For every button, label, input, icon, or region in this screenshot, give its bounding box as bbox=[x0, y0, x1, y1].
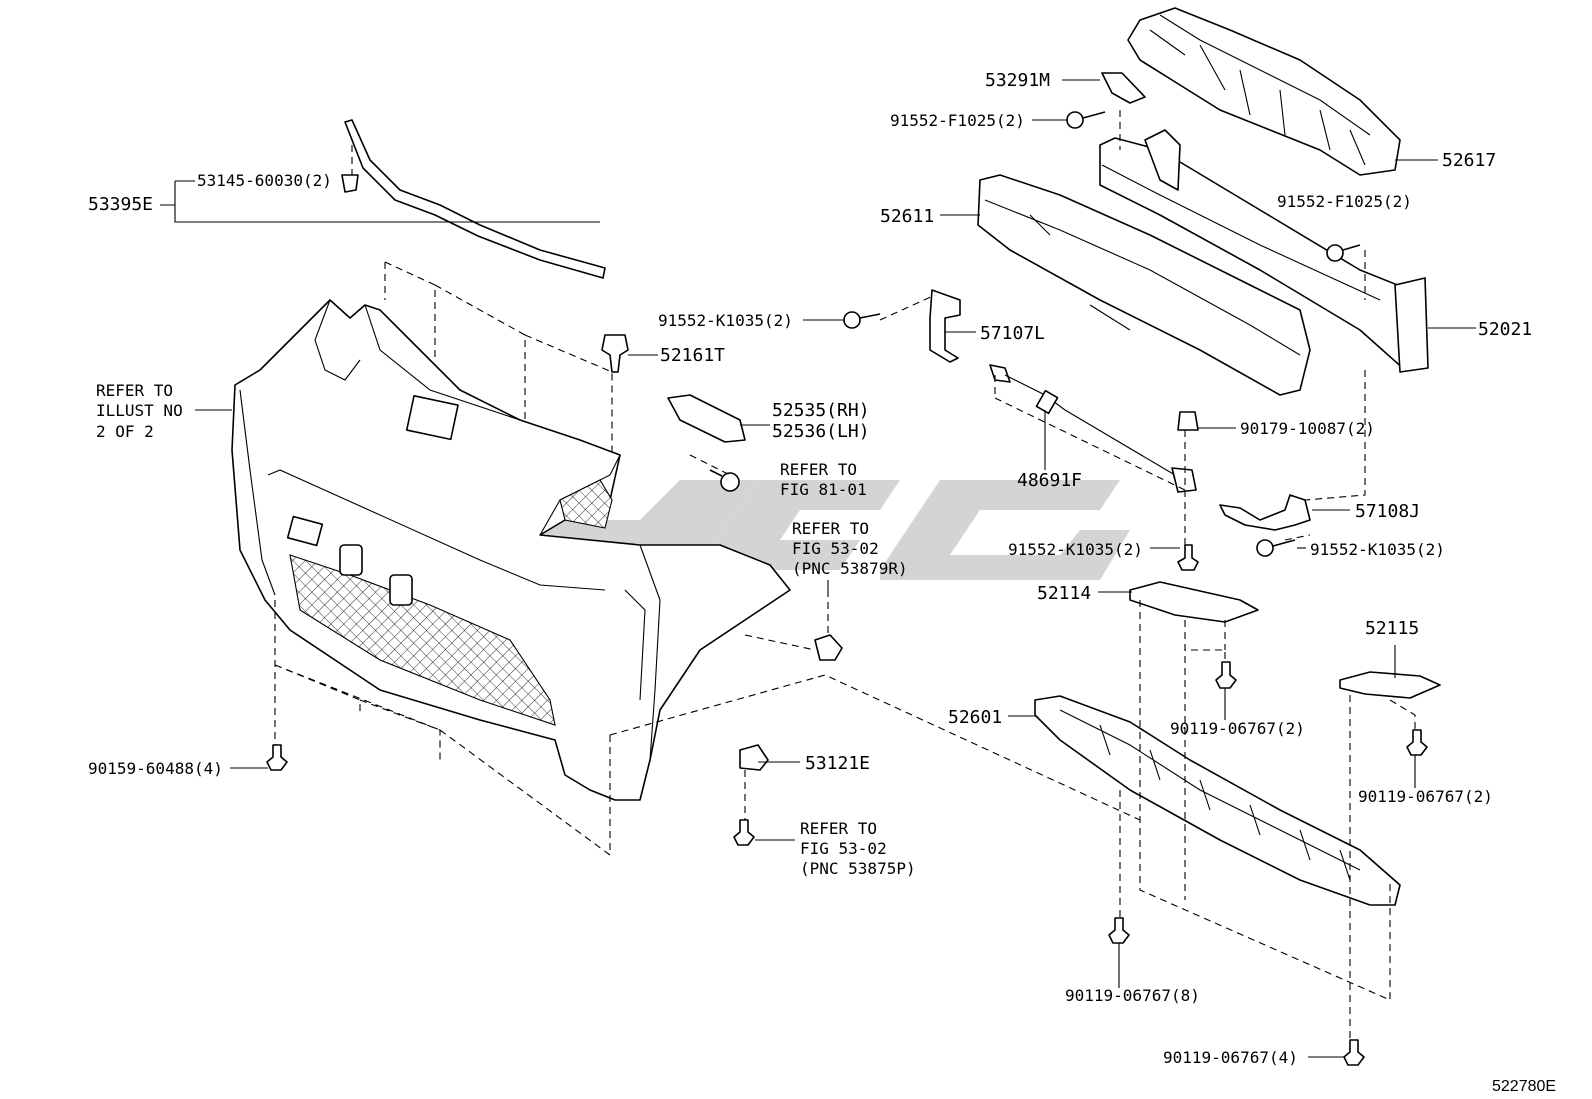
label-91552-F1025-a: 91552-F1025(2) bbox=[890, 111, 1025, 130]
part-52617-absorber bbox=[1127, 7, 1401, 176]
part-front-bumper-cover bbox=[231, 299, 791, 801]
label-91552-K1035-b: 91552-K1035(2) bbox=[1008, 540, 1143, 559]
label-90159-60488: 90159-60488(4) bbox=[88, 759, 223, 778]
label-52601: 52601 bbox=[948, 707, 1002, 728]
label-refer-fig5302b-line2: FIG 53-02 bbox=[800, 839, 887, 858]
label-refer-illust-line2: ILLUST NO bbox=[96, 401, 183, 420]
part-57107L-bracket bbox=[929, 289, 961, 363]
label-52161T: 52161T bbox=[660, 345, 725, 366]
label-52617: 52617 bbox=[1442, 150, 1496, 171]
part-52115-plate bbox=[1339, 671, 1441, 699]
label-90119-06767-c: 90119-06767(8) bbox=[1065, 986, 1200, 1005]
label-refer-illust-line3: 2 OF 2 bbox=[96, 422, 154, 441]
label-refer-fig5302b-line1: REFER TO bbox=[800, 819, 877, 838]
leader-lines bbox=[160, 79, 1476, 1058]
part-57108J-bracket bbox=[1219, 494, 1311, 531]
diagram-id: 522780E bbox=[1492, 1078, 1556, 1095]
part-52601-undercover bbox=[1034, 695, 1401, 906]
label-52536-lh: 52536(LH) bbox=[772, 421, 870, 442]
label-53121E: 53121E bbox=[805, 753, 870, 774]
label-52535-rh: 52535(RH) bbox=[772, 400, 870, 421]
label-53145-60030: 53145-60030(2) bbox=[197, 171, 332, 190]
part-53291M-bracket bbox=[1101, 72, 1146, 104]
part-52611-energy-absorber bbox=[977, 174, 1311, 396]
label-52114: 52114 bbox=[1037, 583, 1091, 604]
label-91552-K1035-a: 91552-K1035(2) bbox=[658, 311, 793, 330]
label-90119-06767-a: 90119-06767(2) bbox=[1170, 719, 1305, 738]
label-91552-F1025-b: 91552-F1025(2) bbox=[1277, 192, 1412, 211]
part-52114-plate bbox=[1129, 581, 1259, 623]
label-90119-06767-d: 90119-06767(4) bbox=[1163, 1048, 1298, 1067]
label-refer-fig81-line1: REFER TO bbox=[780, 460, 857, 479]
label-refer-fig81-line2: FIG 81-01 bbox=[780, 480, 867, 499]
part-53395E-moulding bbox=[341, 119, 606, 279]
label-refer-illust-line1: REFER TO bbox=[96, 381, 173, 400]
label-91552-K1035-c: 91552-K1035(2) bbox=[1310, 540, 1445, 559]
label-52021: 52021 bbox=[1478, 319, 1532, 340]
fastener-group bbox=[266, 111, 1428, 1066]
label-90179-10087: 90179-10087(2) bbox=[1240, 419, 1375, 438]
label-53291M: 53291M bbox=[985, 70, 1050, 91]
label-52115: 52115 bbox=[1365, 618, 1419, 639]
label-refer-fig5302a-line3: (PNC 53879R) bbox=[792, 559, 908, 578]
label-53395E: 53395E bbox=[88, 194, 153, 215]
label-48691F: 48691F bbox=[1017, 470, 1082, 491]
part-labels: 53291M 91552-F1025(2) 52617 91552-F1025(… bbox=[88, 70, 1556, 1095]
label-52611: 52611 bbox=[880, 206, 934, 227]
label-refer-fig5302a-line1: REFER TO bbox=[792, 519, 869, 538]
label-57107L: 57107L bbox=[980, 323, 1045, 344]
part-52021-reinforcement bbox=[1099, 129, 1429, 373]
label-refer-fig5302b-line3: (PNC 53875P) bbox=[800, 859, 916, 878]
assembly-dashed-lines bbox=[274, 110, 1416, 1040]
label-90119-06767-b: 90119-06767(2) bbox=[1358, 787, 1493, 806]
label-refer-fig5302a-line2: FIG 53-02 bbox=[792, 539, 879, 558]
label-57108J: 57108J bbox=[1355, 501, 1420, 522]
